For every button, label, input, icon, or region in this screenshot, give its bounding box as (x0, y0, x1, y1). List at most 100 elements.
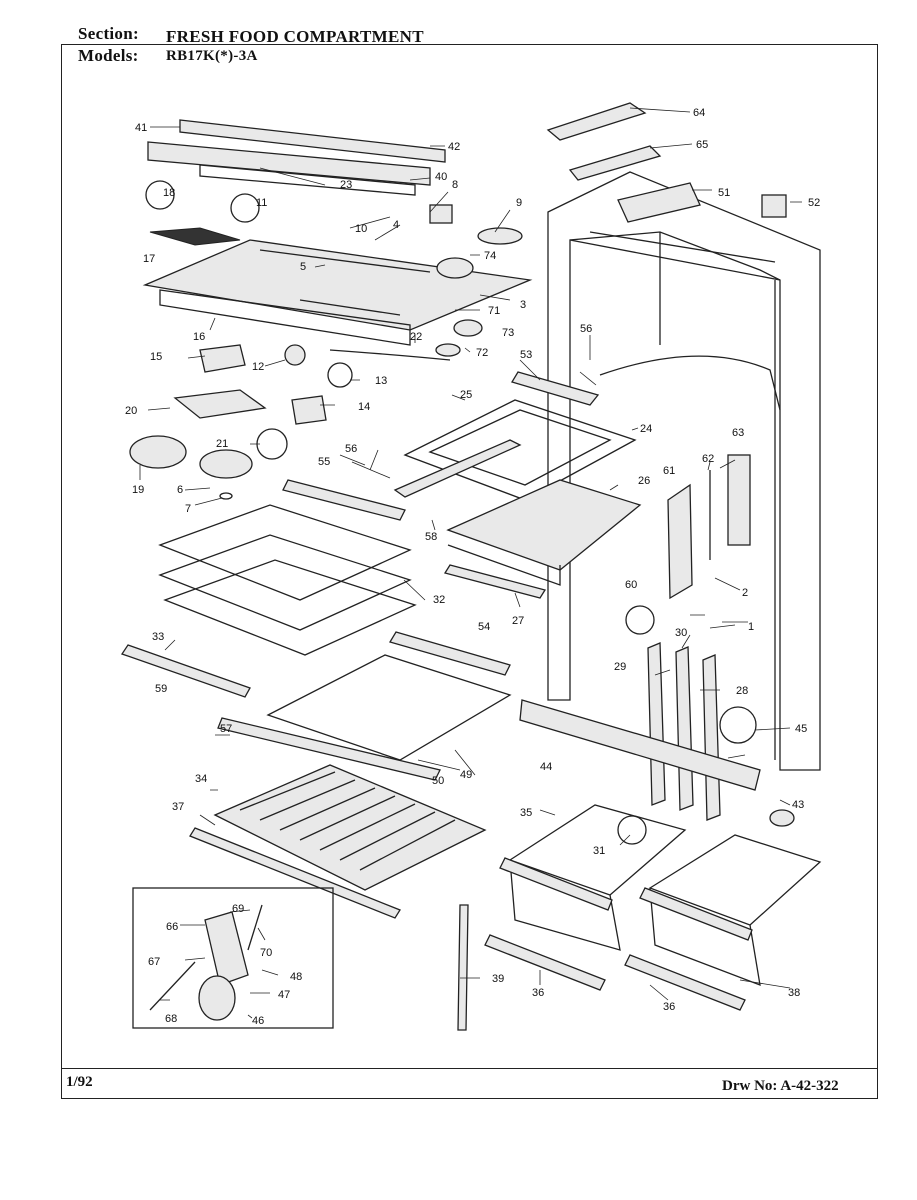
callout-1: 1 (748, 621, 754, 633)
callout-74: 74 (484, 250, 496, 262)
callout-23: 23 (340, 179, 352, 191)
crisper-drawer-38 (624, 834, 822, 1011)
callout-28: 28 (736, 685, 748, 697)
callout-27: 27 (512, 615, 524, 627)
callout-29: 29 (614, 661, 626, 673)
callout-64: 64 (693, 107, 705, 119)
callout-12: 12 (252, 361, 264, 373)
callout-44: 44 (540, 761, 552, 773)
callout-20: 20 (125, 405, 137, 417)
callout-46: 46 (252, 1015, 264, 1027)
callout-53: 53 (520, 349, 532, 361)
callout-38: 38 (788, 987, 800, 999)
top-rails (546, 102, 662, 181)
callout-30: 30 (675, 627, 687, 639)
callout-18: 18 (163, 187, 175, 199)
callout-4: 4 (393, 219, 399, 231)
top-trim-group (147, 119, 446, 196)
footer-date: 1/92 (66, 1074, 93, 1090)
callout-16: 16 (193, 331, 205, 343)
callout-9: 9 (516, 197, 522, 209)
callout-25: 25 (460, 389, 472, 401)
callout-33: 33 (152, 631, 164, 643)
callout-11: 11 (256, 197, 267, 209)
callout-65: 65 (696, 139, 708, 151)
callout-19: 19 (132, 484, 144, 496)
crisper-cover (189, 764, 487, 919)
callout-43: 43 (792, 799, 804, 811)
callout-63: 63 (732, 427, 744, 439)
models-label: Models: (78, 46, 139, 65)
callout-34: 34 (195, 773, 207, 785)
callout-31: 31 (593, 845, 605, 857)
callout-58: 58 (425, 531, 437, 543)
control-housing (142, 180, 533, 346)
callout-70: 70 (260, 947, 272, 959)
callout-48: 48 (290, 971, 302, 983)
left-small-parts (129, 389, 288, 500)
callout-15: 15 (150, 351, 162, 363)
callout-54: 54 (478, 621, 490, 633)
callout-42: 42 (448, 141, 460, 153)
callout-3: 3 (520, 299, 526, 311)
callout-24: 24 (640, 423, 652, 435)
models-value: RB17K(*)-3A (166, 48, 258, 64)
callout-8: 8 (452, 179, 458, 191)
callout-labels: 1 2 3 4 5 6 7 8 9 10 11 12 13 14 15 16 1… (125, 107, 820, 1027)
callout-17: 17 (143, 253, 155, 265)
callout-66: 66 (166, 921, 178, 933)
callout-21: 21 (216, 438, 228, 450)
callout-13: 13 (375, 375, 387, 387)
drawer-26 (443, 479, 642, 599)
footer-divider (61, 1068, 878, 1069)
callout-59: 59 (155, 683, 167, 695)
cabinet (547, 171, 821, 771)
callout-60: 60 (625, 579, 637, 591)
callout-32: 32 (433, 594, 445, 606)
callout-40: 40 (435, 171, 447, 183)
inset-hinge-detail (132, 887, 334, 1029)
callout-5: 5 (300, 261, 306, 273)
callout-41: 41 (135, 122, 147, 134)
callout-69: 69 (232, 903, 244, 915)
vertical-rails (457, 605, 795, 1031)
callout-67: 67 (148, 956, 160, 968)
callout-56-b: 56 (580, 323, 592, 335)
callout-52: 52 (808, 197, 820, 209)
callout-55: 55 (318, 456, 330, 468)
middle-left-shelves (120, 479, 417, 698)
callout-36-b: 36 (663, 1001, 675, 1013)
callout-49: 49 (460, 769, 472, 781)
callout-45: 45 (795, 723, 807, 735)
callout-37: 37 (172, 801, 184, 813)
upper-right-shelf (393, 371, 637, 501)
callout-47: 47 (278, 989, 290, 1001)
callout-72: 72 (476, 347, 488, 359)
callout-14: 14 (358, 401, 370, 413)
callout-51: 51 (718, 187, 730, 199)
callout-56-a: 56 (345, 443, 357, 455)
callout-61: 61 (663, 465, 675, 477)
callout-2: 2 (742, 587, 748, 599)
fan-parts (199, 204, 523, 425)
callout-68: 68 (165, 1013, 177, 1025)
callout-10: 10 (355, 223, 367, 235)
callout-35: 35 (520, 807, 532, 819)
callout-36-a: 36 (532, 987, 544, 999)
callout-7: 7 (185, 503, 191, 515)
callout-39: 39 (492, 973, 504, 985)
drawing-number: Drw No: A-42-322 (722, 1078, 839, 1094)
callout-71: 71 (488, 305, 500, 317)
section-label: Section: (78, 24, 139, 43)
callout-22: 22 (410, 331, 422, 343)
lower-middle-shelf (217, 631, 512, 781)
crisper-drawer-35 (484, 804, 687, 991)
diagram-frame (61, 44, 878, 1099)
callout-50: 50 (432, 775, 444, 787)
section-title: FRESH FOOD COMPARTMENT (166, 27, 424, 46)
callout-73: 73 (502, 327, 514, 339)
callout-26: 26 (638, 475, 650, 487)
callout-62: 62 (702, 453, 714, 465)
callout-6: 6 (177, 484, 183, 496)
